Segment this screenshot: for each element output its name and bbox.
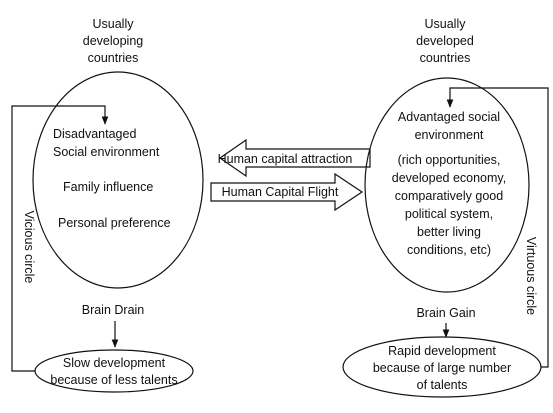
left-heading-line1: Usually [93,17,135,31]
right-heading-line3: countries [420,51,471,65]
left-heading-line3: countries [88,51,139,65]
right-result-line1: Rapid development [388,344,496,358]
right-circle-line8: conditions, etc) [407,243,491,257]
vicious-circle-loop [11,105,109,372]
left-circle-line2: Social environment [53,145,160,159]
left-result-line1: Slow development [63,356,166,370]
right-circle-line7: better living [417,225,481,239]
right-circle-line4: developed economy, [392,171,506,185]
right-circle [364,77,530,293]
brain-gain-label: Brain Gain [416,306,475,320]
right-result-line2: because of large number [373,361,511,375]
left-circle-line1: Disadvantaged [53,127,136,141]
right-heading-line2: developed [416,34,474,48]
human-capital-flight-label: Human Capital Flight [222,185,339,199]
right-heading-line1: Usually [425,17,467,31]
virtuous-circle-label: Virtuous circle [524,237,538,315]
right-circle-line2: environment [415,128,484,142]
right-circle-line3: (rich opportunities, [398,153,501,167]
human-capital-attraction-arrow [218,138,371,178]
human-capital-flight-arrow [210,172,364,212]
right-circle-line5: comparatively good [395,189,503,203]
left-heading-line2: developing [83,34,144,48]
right-result-line3: of talents [417,378,468,392]
left-circle [32,71,204,289]
left-circle-line4: Personal preference [58,216,171,230]
vicious-circle-label: Vicious circle [22,211,36,284]
brain-drain-label: Brain Drain [82,303,145,317]
right-circle-line1: Advantaged social [398,110,500,124]
right-circle-line6: political system, [405,207,493,221]
left-circle-line3: Family influence [63,180,153,194]
human-capital-attraction-label: Human capital attraction [218,152,353,166]
virtuous-circle-loop [446,87,549,368]
left-result-line2: because of less talents [50,373,177,387]
